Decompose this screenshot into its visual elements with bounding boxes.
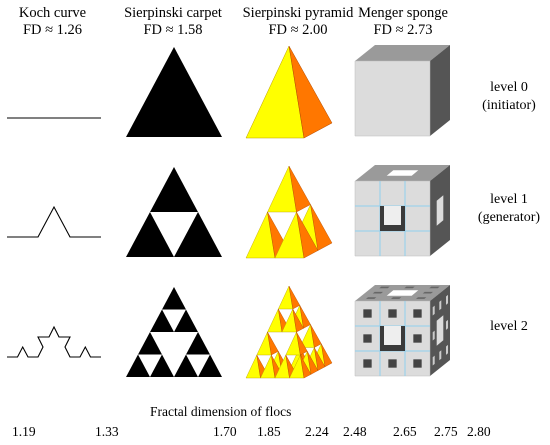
- header-carpet: Sierpinski carpet FD ≈ 1.58: [103, 5, 243, 39]
- level-2-title: level 2: [490, 319, 528, 334]
- cube-subhole-front: [388, 359, 397, 368]
- level-0-title: level 0: [490, 80, 528, 95]
- carpet-triangle-l2: [150, 354, 174, 377]
- cube-subhole-front: [413, 334, 422, 343]
- carpet-triangle-l1: [150, 167, 198, 212]
- cube-subhole-top: [416, 297, 427, 299]
- cube-hole-top: [386, 170, 419, 176]
- carpet-triangle-l2: [174, 309, 198, 332]
- header-menger: Menger sponge FD ≈ 2.73: [333, 5, 473, 39]
- pyramid-face-side: [288, 285, 301, 310]
- carpet-triangle-l2: [126, 354, 150, 377]
- menger-sponge-group: [354, 45, 450, 377]
- cube-hole-inner: [384, 206, 401, 225]
- cube-subhole-top: [404, 286, 415, 289]
- cube-subhole-side: [439, 350, 442, 361]
- pyramid-face-side: [299, 305, 311, 329]
- cube-subhole-side: [432, 305, 435, 316]
- cube-subhole-top: [379, 286, 390, 289]
- koch-curves: [7, 117, 101, 358]
- axis-tick: 1.85: [257, 424, 281, 439]
- cube-subhole-side: [446, 294, 448, 305]
- cube-subhole-side: [432, 355, 435, 366]
- header-koch: Koch curve FD ≈ 1.26: [0, 5, 105, 39]
- cube-subhole-top: [372, 291, 383, 294]
- pyramid-face-side: [292, 308, 304, 333]
- pyramid-face-side: [288, 165, 311, 213]
- cube-subhole-front: [413, 359, 422, 368]
- pyramid-face-side: [310, 324, 322, 348]
- cube-subhole-side: [439, 300, 442, 311]
- axis-tick: 1.19: [12, 424, 36, 439]
- carpet-triangle-l0: [126, 47, 222, 137]
- cube-top-face: [355, 45, 450, 61]
- axis-tick: 2.75: [434, 424, 458, 439]
- carpet-triangle-l2: [198, 354, 222, 377]
- cube-subhole-top: [391, 297, 402, 299]
- header-pyramid: Sierpinski pyramid FD ≈ 2.00: [228, 5, 368, 39]
- sierpinski-carpet-group: [126, 47, 222, 377]
- carpet-triangle-l2: [174, 354, 198, 377]
- cube-subhole-front: [388, 309, 397, 318]
- cube-subhole-top: [366, 297, 377, 299]
- cube-hole-inner: [384, 326, 401, 345]
- pyramid-face-side: [296, 331, 308, 356]
- cube-subhole-side: [446, 344, 448, 355]
- axis-title: Fractal dimension of flocs: [150, 404, 292, 419]
- level-1-title: level 1: [490, 192, 528, 207]
- level-1-label: level 1 (generator): [468, 191, 550, 227]
- carpet-triangle-l1: [126, 212, 174, 257]
- cube-subhole-front: [363, 334, 372, 343]
- cube-subhole-side: [432, 330, 435, 341]
- level-0-sub: (initiator): [482, 98, 536, 113]
- cube-subhole-front: [363, 309, 372, 318]
- pyramid-face-side: [321, 343, 333, 368]
- level-2-label: level 2: [468, 318, 550, 336]
- cube-subhole-front: [413, 309, 422, 318]
- carpet-triangle-l2: [138, 332, 162, 355]
- level-0-label: level 0 (initiator): [468, 79, 550, 115]
- header-menger-fd: FD ≈ 2.73: [373, 22, 433, 38]
- level-1-sub: (generator): [477, 210, 541, 225]
- pyramid-face-side: [310, 204, 333, 251]
- pyramid-face-side: [300, 354, 312, 379]
- axis-tick: 1.33: [95, 424, 119, 439]
- header-menger-name: Menger sponge: [358, 5, 448, 21]
- header-carpet-name: Sierpinski carpet: [124, 5, 222, 21]
- carpet-triangle-l1: [174, 212, 222, 257]
- cube-hole-side: [436, 195, 444, 226]
- pyramid-face-side: [296, 211, 319, 259]
- carpet-triangle-l2: [150, 309, 174, 332]
- carpet-triangle-l2: [186, 332, 210, 355]
- cube-front-face: [354, 60, 431, 137]
- cube-subhole-side: [446, 319, 448, 330]
- pyramid-face-side: [267, 331, 279, 356]
- axis-tick: 1.70: [213, 424, 237, 439]
- cube-side-face: [430, 45, 450, 136]
- header-pyramid-name: Sierpinski pyramid: [242, 5, 354, 21]
- cube-subhole-front: [363, 359, 372, 368]
- axis-tick: 2.24: [305, 424, 329, 439]
- pyramid-face-side: [288, 45, 333, 139]
- koch-level-1: [7, 205, 101, 238]
- pyramid-face-side: [307, 351, 319, 375]
- cube-hole-side: [436, 315, 444, 346]
- axis-tick: 2.48: [343, 424, 367, 439]
- header-pyramid-fd: FD ≈ 2.00: [268, 22, 328, 38]
- axis-tick: 2.65: [393, 424, 417, 439]
- header-koch-fd: FD ≈ 1.26: [22, 22, 83, 38]
- axis-tick: 2.80: [467, 424, 491, 439]
- header-koch-name: Koch curve: [18, 5, 87, 21]
- cube-hole-top: [386, 290, 419, 296]
- koch-level-2: [7, 325, 101, 358]
- carpet-triangle-l2: [162, 287, 186, 310]
- sierpinski-pyramid-group: [245, 45, 333, 379]
- pyramid-face-side: [314, 347, 326, 371]
- cube-subhole-top: [422, 291, 433, 294]
- cube-subhole-top: [429, 286, 440, 289]
- header-carpet-fd: FD ≈ 1.58: [143, 22, 203, 38]
